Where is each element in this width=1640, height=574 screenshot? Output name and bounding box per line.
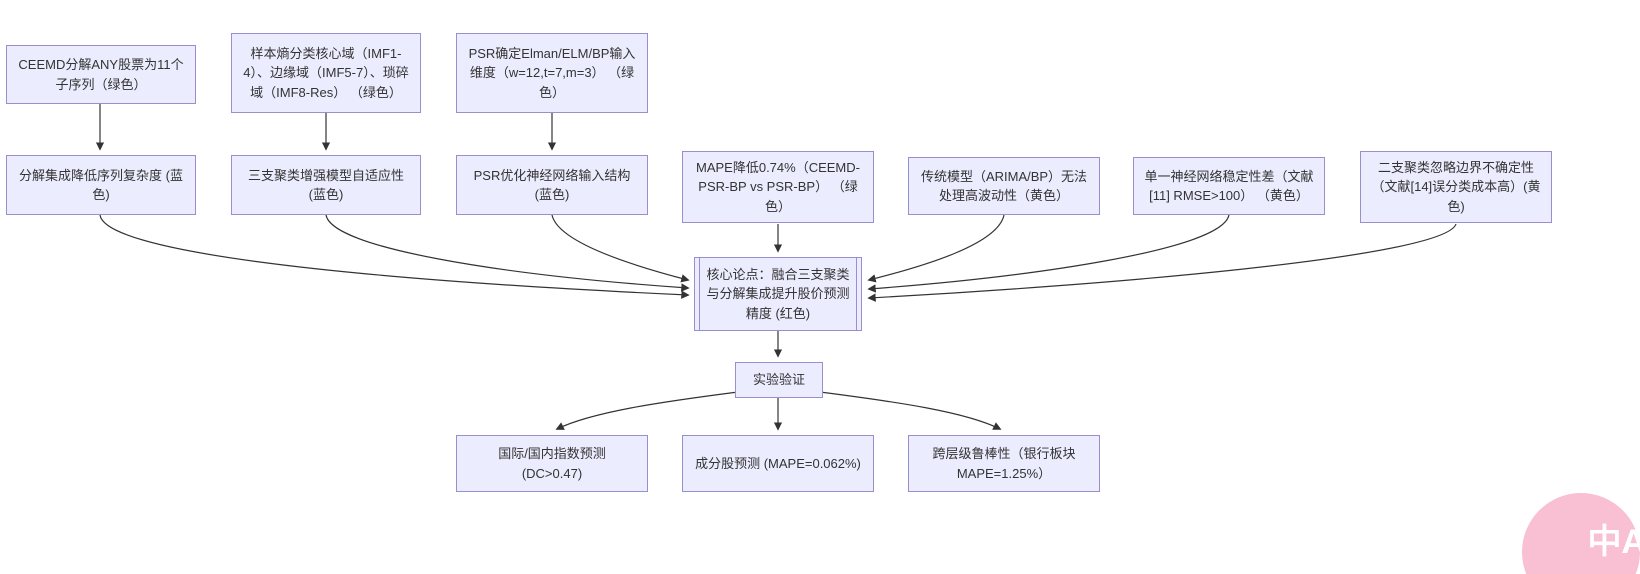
node-psr-structure-label: PSR优化神经网络输入结构 (蓝色)	[473, 167, 631, 203]
node-ceemd-decompose: CEEMD分解ANY股票为11个子序列（绿色）	[6, 45, 196, 104]
node-core-thesis-label: 核心论点：融合三支聚类与分解集成提升股价预测精度 (红色)	[706, 266, 850, 321]
node-index-forecast: 国际/国内指数预测 (DC>0.47)	[456, 435, 648, 492]
node-experiment: 实验验证	[735, 362, 823, 398]
node-ceemd-decompose-label: CEEMD分解ANY股票为11个子序列（绿色）	[18, 57, 184, 92]
edge-ensemble-to-core	[99, 214, 690, 299]
edge-threeway-to-core	[325, 214, 690, 292]
edge-twoway-to-core	[867, 223, 1457, 302]
node-psr-input-dim-label: PSR确定Elman/ELM/BP输入维度（w=12,t=7,m=3） （绿色）	[468, 45, 636, 100]
node-constituent-forecast-label: 成分股预测 (MAPE=0.062%)	[695, 455, 861, 471]
node-index-forecast-label: 国际/国内指数预测 (DC>0.47)	[498, 446, 606, 481]
node-traditional-model-label: 传统模型（ARIMA/BP）无法处理高波动性（黄色）	[920, 168, 1088, 204]
node-psr-input-dim: PSR确定Elman/ELM/BP输入维度（w=12,t=7,m=3） （绿色）	[456, 33, 648, 113]
node-two-way-clustering: 二支聚类忽略边界不确定性（文献[14]误分类成本高）(黄色)	[1360, 151, 1552, 223]
edge-singlenn-to-core	[867, 214, 1230, 293]
node-two-way-clustering-label: 二支聚类忽略边界不确定性（文献[14]误分类成本高）(黄色)	[1371, 159, 1541, 214]
node-single-nn-label: 单一神经网络稳定性差（文献[11] RMSE>100） （黄色）	[1144, 168, 1314, 204]
node-sample-entropy: 样本熵分类核心域（IMF1-4）、边缘域（IMF5-7）、琐碎域（IMF8-Re…	[231, 33, 421, 113]
node-robustness-label: 跨层级鲁棒性（银行板块 MAPE=1.25%）	[932, 446, 1076, 481]
edge-experiment-to-index	[555, 391, 739, 430]
core-thesis-inner-border-left	[699, 258, 700, 330]
translate-badge-icon: 中A	[1587, 522, 1640, 561]
node-sample-entropy-label: 样本熵分类核心域（IMF1-4）、边缘域（IMF5-7）、琐碎域（IMF8-Re…	[243, 45, 409, 100]
node-constituent-forecast: 成分股预测 (MAPE=0.062%)	[682, 435, 874, 492]
node-three-way-adaptive-label: 三支聚类增强模型自适应性 (蓝色)	[247, 167, 404, 203]
node-psr-structure: PSR优化神经网络输入结构 (蓝色)	[456, 155, 648, 215]
node-core-thesis: 核心论点：融合三支聚类与分解集成提升股价预测精度 (红色)	[694, 257, 862, 331]
node-robustness: 跨层级鲁棒性（银行板块 MAPE=1.25%）	[908, 435, 1100, 492]
node-mape-reduce-label: MAPE降低0.74%（CEEMD-PSR-BP vs PSR-BP） （绿色）	[696, 159, 860, 214]
node-decompose-ensemble-label: 分解集成降低序列复杂度 (蓝色)	[19, 167, 183, 203]
node-single-nn: 单一神经网络稳定性差（文献[11] RMSE>100） （黄色）	[1133, 157, 1325, 215]
node-three-way-adaptive: 三支聚类增强模型自适应性 (蓝色)	[231, 155, 421, 215]
node-experiment-label: 实验验证	[752, 372, 805, 388]
node-traditional-model: 传统模型（ARIMA/BP）无法处理高波动性（黄色）	[908, 157, 1100, 215]
edge-traditional-to-core	[867, 214, 1005, 283]
edge-structure-to-core	[551, 214, 690, 283]
core-thesis-inner-border-right	[856, 258, 857, 330]
node-mape-reduce: MAPE降低0.74%（CEEMD-PSR-BP vs PSR-BP） （绿色）	[682, 151, 874, 223]
edge-experiment-to-robustness	[819, 391, 1002, 430]
node-decompose-ensemble: 分解集成降低序列复杂度 (蓝色)	[6, 155, 196, 215]
